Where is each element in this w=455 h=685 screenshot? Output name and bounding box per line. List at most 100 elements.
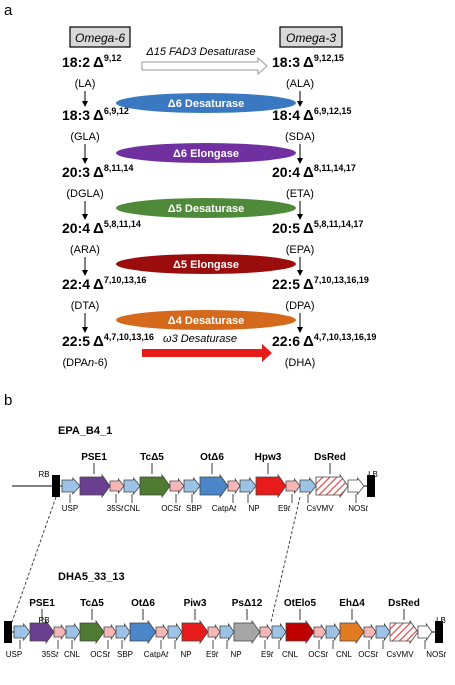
double-bond-positions: 6,9,12 bbox=[104, 106, 129, 116]
right_acids-abbr-0: (ALA) bbox=[286, 78, 314, 90]
left_acids-abbr-0: (LA) bbox=[75, 78, 96, 90]
lb-border bbox=[435, 621, 443, 643]
element-label-7: E9t bbox=[278, 504, 291, 513]
delta-symbol: Δ bbox=[303, 333, 314, 350]
left_acids-abbr-3: (ARA) bbox=[70, 244, 100, 256]
fa-ratio: 20:5 bbox=[272, 220, 300, 236]
left_acids-abbr-5: (DPAn-6) bbox=[62, 357, 107, 369]
delta-symbol: Δ bbox=[93, 333, 104, 350]
w3-arrow bbox=[142, 344, 272, 362]
element-label-5: CatpAt bbox=[144, 650, 169, 659]
fa-ratio: 18:4 bbox=[272, 107, 300, 123]
cnl-promoter-3 bbox=[325, 622, 341, 642]
enzyme-label-3: Δ5 Elongase bbox=[173, 259, 239, 271]
double-bond-positions: 9,12 bbox=[104, 53, 122, 63]
rb-border bbox=[52, 475, 60, 497]
nos-terminator bbox=[417, 622, 433, 642]
cassette2-title: DHA5_33_13 bbox=[58, 571, 125, 583]
gene-label-2: OtΔ6 bbox=[131, 598, 155, 609]
left_acids-abbr-2: (DGLA) bbox=[66, 188, 103, 200]
fa-ratio: 18:3 bbox=[62, 107, 90, 123]
e9-connector bbox=[270, 496, 301, 623]
35s-terminator bbox=[53, 623, 67, 641]
gene-label-6: EhΔ4 bbox=[339, 598, 365, 609]
double-bond-positions: 7,10,13,16 bbox=[104, 275, 147, 285]
right_acids-abbr-3: (EPA) bbox=[286, 244, 315, 256]
e9-terminator bbox=[285, 477, 301, 495]
delta-symbol: Δ bbox=[303, 276, 314, 293]
ocs-terminator-3 bbox=[363, 623, 377, 641]
dsred-gene bbox=[389, 619, 419, 645]
w3-label: ω3 Desaturase bbox=[163, 333, 237, 345]
left_acids-abbr-4: (DTA) bbox=[71, 300, 100, 312]
double-bond-positions: 7,10,13,16,19 bbox=[314, 275, 369, 285]
double-bond-positions: 4,7,10,13,16,19 bbox=[314, 332, 377, 342]
eh-d4-gene bbox=[339, 619, 365, 645]
element-label-13: OCSt bbox=[358, 650, 378, 659]
hpw3-gene bbox=[255, 473, 287, 499]
right_acids-abbr-1: (SDA) bbox=[285, 131, 315, 143]
double-bond-positions: 6,9,12,15 bbox=[314, 106, 352, 116]
ot-d6-gene bbox=[129, 619, 157, 645]
omega3-header: Omega-3 bbox=[286, 31, 336, 45]
ps-d12-gene bbox=[233, 619, 261, 645]
rb-connector bbox=[11, 496, 57, 623]
nos-terminator bbox=[347, 476, 365, 496]
gene-label-2: OtΔ6 bbox=[200, 452, 224, 463]
csvmv-promoter bbox=[299, 476, 317, 496]
ocs-terminator bbox=[169, 477, 185, 495]
element-label-8: NP bbox=[230, 650, 241, 659]
e9-terminator-2 bbox=[259, 623, 273, 641]
element-label-5: CatpAt bbox=[212, 504, 237, 513]
rb-label: RB bbox=[38, 616, 49, 625]
double-bond-positions: 9,12,15 bbox=[314, 53, 344, 63]
gene-label-4: PsΔ12 bbox=[232, 598, 263, 609]
dsred-gene bbox=[315, 473, 349, 499]
catpa-terminator bbox=[227, 477, 241, 495]
catpa-terminator bbox=[155, 623, 169, 641]
double-bond-positions: 8,11,14 bbox=[104, 163, 134, 173]
usp-promoter bbox=[61, 476, 81, 496]
delta-symbol: Δ bbox=[93, 276, 104, 293]
element-label-2: CNL bbox=[124, 504, 141, 513]
sbp-promoter bbox=[183, 476, 201, 496]
cnl-promoter bbox=[65, 622, 81, 642]
cnl-promoter-2 bbox=[271, 622, 287, 642]
np-promoter bbox=[167, 622, 183, 642]
element-label-7: E9t bbox=[206, 650, 219, 659]
gene-label-3: Hpw3 bbox=[255, 452, 282, 463]
ot-d6-gene bbox=[199, 473, 229, 499]
element-label-15: NOSt bbox=[426, 650, 446, 659]
fad3-label: Δ15 FAD3 Desaturase bbox=[145, 46, 255, 58]
right_acids-abbr-4: (DPA) bbox=[285, 300, 314, 312]
sbp-promoter bbox=[115, 622, 131, 642]
gene-label-1: TcΔ5 bbox=[80, 598, 104, 609]
element-label-14: CsVMV bbox=[386, 650, 414, 659]
enzyme-ellipse-3 bbox=[116, 254, 296, 274]
cassette1-title: EPA_B4_1 bbox=[58, 425, 112, 437]
cnl-promoter bbox=[123, 476, 141, 496]
enzyme-ellipse-0 bbox=[116, 93, 296, 113]
enzyme-ellipse-1 bbox=[116, 143, 296, 163]
gene-label-4: DsRed bbox=[314, 452, 346, 463]
gene-label-7: DsRed bbox=[388, 598, 420, 609]
delta-symbol: Δ bbox=[93, 220, 104, 237]
enzyme-ellipse-4 bbox=[116, 310, 296, 330]
omega3-header-box bbox=[279, 26, 343, 48]
lb-border bbox=[367, 475, 375, 497]
omega6-header: Omega-6 bbox=[75, 31, 125, 45]
element-label-10: CNL bbox=[282, 650, 299, 659]
e9-terminator bbox=[207, 623, 221, 641]
np-promoter bbox=[239, 476, 257, 496]
rb-border bbox=[4, 621, 12, 643]
enzyme-ellipse-2 bbox=[116, 198, 296, 218]
usp-promoter bbox=[13, 622, 31, 642]
right_acids-abbr-5: (DHA) bbox=[285, 357, 316, 369]
